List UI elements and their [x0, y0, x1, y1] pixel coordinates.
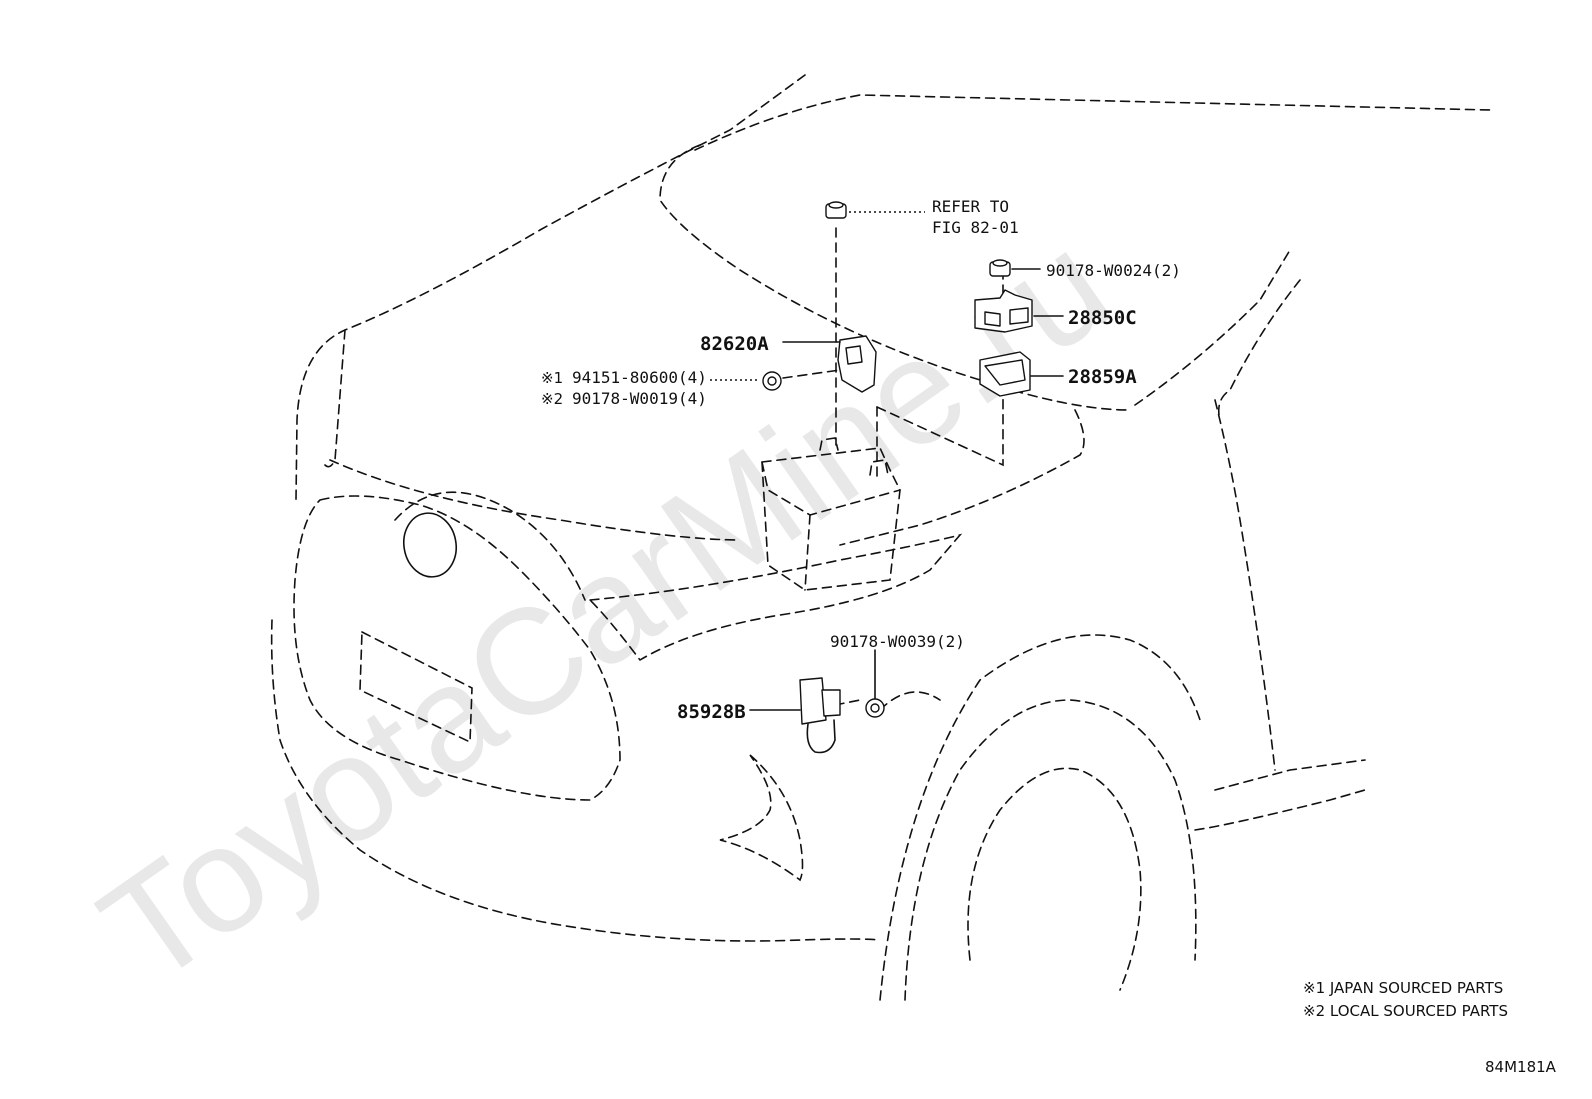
fender-top — [839, 409, 1085, 546]
label-90178-w0024: 90178-W0024(2) — [1046, 261, 1181, 280]
hood-front-crease — [329, 459, 741, 541]
part-labels: REFER TO FIG 82-01 90178-W0024(2) 28850C… — [541, 197, 1181, 723]
car-outline — [270, 74, 1491, 1001]
label-82620a: 82620A — [700, 333, 769, 355]
label-85928b: 85928B — [677, 701, 746, 723]
label-28850c: 28850C — [1068, 307, 1137, 329]
a-pillar — [1134, 249, 1291, 406]
nut-90178-w0039 — [865, 698, 885, 718]
figure-code: 84M181A — [1485, 1058, 1557, 1076]
windshield-line — [694, 94, 1491, 151]
label-90178-w0019: 90178-W0019(4) — [572, 389, 707, 408]
leader-lines — [710, 211, 1064, 711]
hood-center-line — [324, 329, 346, 468]
lower-intake — [719, 754, 804, 882]
label-28859a: 28859A — [1068, 366, 1137, 388]
label-90178-w0039: 90178-W0039(2) — [830, 632, 965, 651]
emblem-surround — [394, 491, 586, 601]
headlight — [588, 533, 963, 662]
legend: ※1 JAPAN SOURCED PARTS ※2 LOCAL SOURCED … — [1303, 979, 1508, 1020]
legend-line-2: ※2 LOCAL SOURCED PARTS — [1303, 1002, 1508, 1020]
marker-1: ※1 — [541, 369, 563, 387]
legend-line-1: ※1 JAPAN SOURCED PARTS — [1303, 979, 1503, 997]
emblem — [402, 512, 458, 578]
label-94151-80600: 94151-80600(4) — [572, 368, 707, 387]
upper-grille — [293, 495, 621, 801]
roof-edge — [1217, 279, 1301, 421]
sensor-85928b — [799, 677, 841, 754]
hood-outline — [295, 74, 806, 501]
nut-90178-w0024 — [989, 259, 1011, 277]
bolt-94151 — [762, 371, 782, 391]
refer-note-line2: FIG 82-01 — [932, 218, 1019, 237]
bracket-82620a — [837, 335, 877, 393]
nut-refer — [825, 201, 847, 219]
marker-2: ※2 — [541, 390, 563, 408]
cover-28859a — [979, 351, 1031, 397]
rocker-line — [1214, 759, 1366, 791]
tyre-inner — [967, 767, 1142, 991]
cowl-curve — [659, 144, 1131, 411]
wheel-arch — [879, 634, 1201, 1001]
sill-line — [1194, 789, 1366, 831]
tyre-outer — [904, 699, 1197, 1001]
terminal-28850c — [974, 289, 1033, 333]
license-plate — [359, 630, 473, 744]
front-bumper — [270, 619, 881, 942]
tyre-edge — [879, 691, 941, 711]
body-side — [1214, 399, 1276, 771]
refer-note-line1: REFER TO — [932, 197, 1009, 216]
